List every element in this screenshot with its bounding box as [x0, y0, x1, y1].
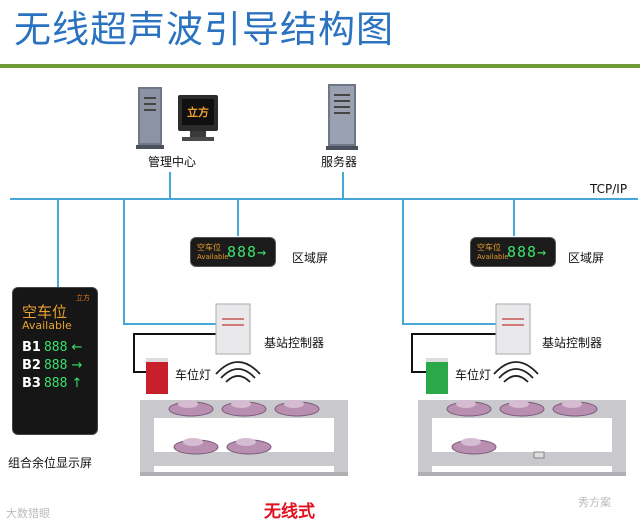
zone-display-right-label: 区域屏: [568, 251, 605, 265]
combined-display-line1: 空车位: [22, 303, 68, 321]
space-light-left: [146, 358, 168, 394]
title-divider: [0, 64, 640, 68]
space-light-right-label: 车位灯: [455, 368, 492, 382]
watermark-right: 秀方案: [578, 496, 611, 509]
zone-display-left-label: 区域屏: [292, 251, 329, 265]
zone-display-digits: 888→: [507, 243, 548, 261]
empty-space-sensor: [533, 451, 545, 459]
cars-right: [446, 401, 598, 455]
management-center-label: 管理中心: [148, 155, 197, 169]
base-controller-right-box: [495, 303, 531, 355]
link-base-right: [402, 199, 498, 325]
link-base-left: [123, 199, 218, 325]
cars-right-roofs: [456, 400, 582, 446]
zone-display-line1: 空车位: [197, 243, 221, 252]
wire-right: [411, 333, 512, 373]
wire-left: [133, 333, 232, 373]
combined-display-brand: 立方: [76, 294, 90, 302]
management-tower: [136, 87, 164, 149]
base-controller-left-box: [215, 303, 251, 355]
monitor-logo: 立方: [187, 106, 209, 119]
mode-caption: 无线式: [264, 502, 315, 522]
page-title: 无线超声波引导结构图: [14, 8, 394, 51]
combined-display-label: 组合余位显示屏: [8, 456, 93, 470]
space-light-left-label: 车位灯: [175, 368, 212, 382]
space-light-right: [426, 358, 448, 394]
management-monitor: [178, 95, 218, 141]
zone-display-line2: Available: [477, 253, 509, 261]
zone-display-line1: 空车位: [477, 243, 501, 252]
zone-display-digits: 888→: [227, 243, 268, 261]
server-tower: [326, 84, 358, 150]
watermark-left: 大数猎眼: [6, 507, 50, 520]
wireless-icon-right: [493, 361, 539, 383]
network-label: TCP/IP: [590, 182, 628, 196]
server-label: 服务器: [321, 155, 358, 169]
base-controller-left-label: 基站控制器: [264, 336, 325, 350]
base-controller-right-label: 基站控制器: [542, 336, 603, 350]
zone-display-line2: Available: [197, 253, 229, 261]
zone-display-right: 空车位 Available 888→: [470, 237, 556, 267]
cars-left-roofs: [178, 400, 304, 446]
zone-display-left: 空车位 Available 888→: [190, 237, 276, 267]
combined-display-line2: Available: [22, 319, 72, 332]
wireless-icon-left: [215, 361, 261, 383]
cars-left: [168, 401, 320, 455]
